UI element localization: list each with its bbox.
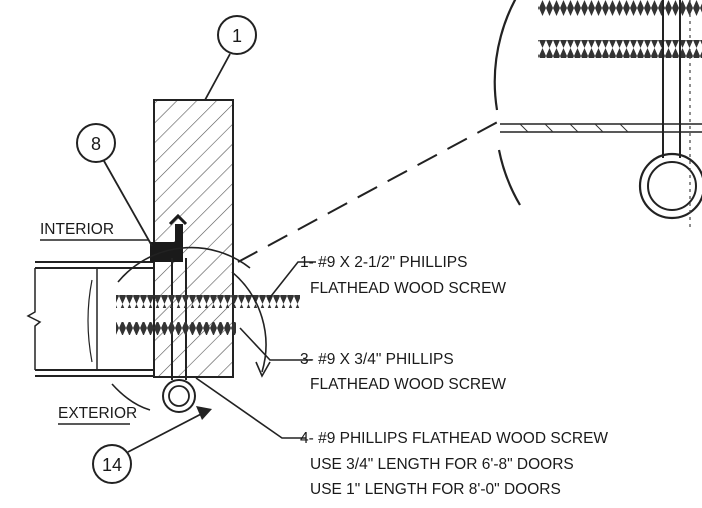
svg-text:14: 14 (102, 455, 122, 475)
svg-text:USE 1" LENGTH FOR 8'-0" DOORS: USE 1" LENGTH FOR 8'-0" DOORS (310, 481, 561, 498)
note-3: 4- #9 PHILLIPS FLATHEAD WOOD SCREW USE 3… (195, 377, 608, 498)
screw-threads-upper (538, 0, 702, 16)
svg-text:FLATHEAD WOOD SCREW: FLATHEAD WOOD SCREW (310, 376, 506, 393)
screws (116, 295, 300, 335)
svg-text:FLATHEAD WOOD SCREW: FLATHEAD WOOD SCREW (310, 280, 506, 297)
pin-ring (162, 379, 196, 413)
note-2: 3- #9 X 3/4" PHILLIPS FLATHEAD WOOD SCRE… (239, 327, 506, 393)
door-jamb (153, 99, 234, 378)
svg-text:USE 3/4" LENGTH FOR 6'-8" DOOR: USE 3/4" LENGTH FOR 6'-8" DOORS (310, 456, 574, 473)
weatherstrip-bracket (150, 213, 188, 262)
swing-arc (231, 271, 267, 373)
enlarged-detail (493, 0, 702, 230)
svg-text:4- #9 PHILLIPS FLATHEAD WOOD S: 4- #9 PHILLIPS FLATHEAD WOOD SCREW (300, 430, 608, 447)
pin-strap (162, 258, 196, 413)
svg-text:3- #9 X 3/4" PHILLIPS: 3- #9 X 3/4" PHILLIPS (300, 351, 454, 368)
svg-text:1: 1 (232, 26, 242, 46)
callout-1: 1 (204, 15, 257, 101)
callout-14: 14 (92, 406, 212, 484)
door-section (26, 261, 154, 377)
callout-8: 8 (76, 123, 153, 247)
screw-short (116, 322, 236, 335)
pin-ring-large (638, 152, 702, 220)
svg-text:1- #9 X 2-1/2" PHILLIPS: 1- #9 X 2-1/2" PHILLIPS (300, 254, 467, 271)
interior-label: INTERIOR (40, 221, 114, 238)
svg-text:8: 8 (91, 134, 101, 154)
break-line (26, 268, 42, 370)
exterior-label: EXTERIOR (58, 405, 137, 422)
note-1: 1- #9 X 2-1/2" PHILLIPS FLATHEAD WOOD SC… (267, 254, 506, 301)
screw-long (116, 295, 300, 308)
screw-threads-lower (538, 40, 702, 58)
detail-leader-line (237, 117, 506, 263)
